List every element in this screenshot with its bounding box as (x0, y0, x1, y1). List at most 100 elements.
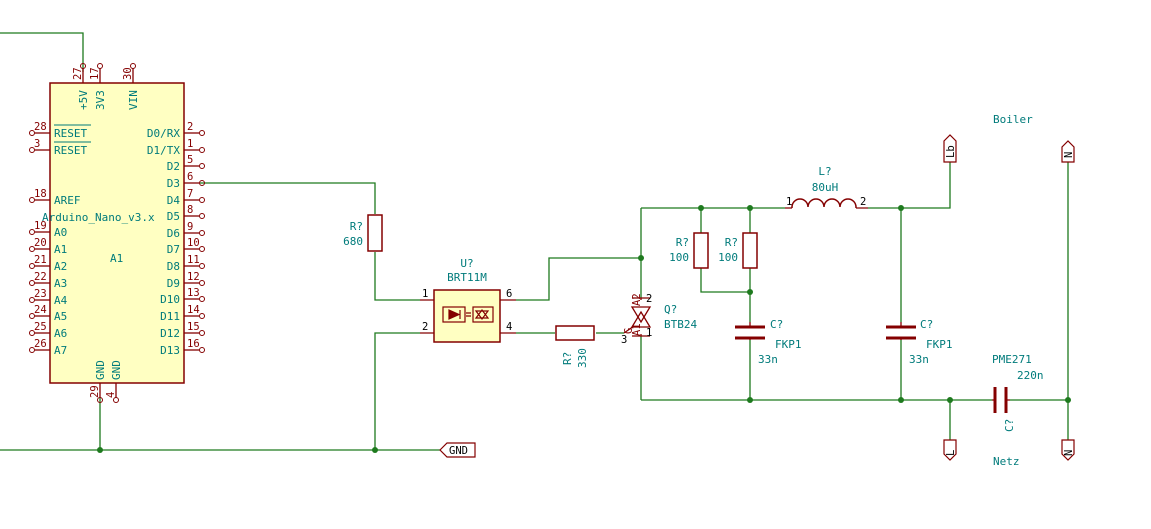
arduino-pin-end (199, 130, 205, 136)
resistor-330[interactable]: R? 330 (555, 325, 595, 368)
optocoupler-brt11m[interactable]: U? BRT11M 1 2 6 4 (420, 257, 516, 343)
resistor-ref: R? (676, 236, 689, 249)
arduino-pin-number: 6 (187, 171, 193, 183)
l-label-text: L (945, 450, 957, 456)
capacitor-pme271[interactable]: PME271 220n C? (992, 353, 1044, 432)
triac-btb24[interactable]: 2 1 3 A2 A1 G Q? BTB24 (621, 293, 697, 346)
arduino-pin-name: D3 (167, 177, 180, 190)
arduino-pin-name: D11 (160, 310, 180, 323)
junction-dot (747, 205, 753, 211)
opto-pin-2: 2 (422, 321, 428, 333)
n-bottom-label-shape (1061, 439, 1075, 461)
arduino-pin-number: 5 (187, 154, 193, 166)
resistor-680[interactable]: R? 680 (343, 214, 383, 252)
triac-pin-1: 1 (646, 327, 652, 339)
arduino-pin-end (199, 180, 205, 186)
arduino-pin-end (29, 297, 35, 303)
opto-ref: U? (460, 257, 473, 270)
triac-value: BTB24 (664, 318, 697, 331)
triac-pin-a1: A1 (631, 323, 643, 336)
arduino-pin-name: A2 (54, 260, 67, 273)
arduino-pin-end (130, 63, 136, 69)
arduino-pin-end (199, 246, 205, 252)
gnd-label[interactable]: GND (439, 442, 476, 458)
arduino-pin-name: RESET (54, 127, 87, 140)
cap-part: FKP1 (775, 338, 802, 351)
arduino-pin-name: D6 (167, 227, 180, 240)
arduino-pin-number: 3 (34, 138, 40, 150)
junction-dot (97, 447, 103, 453)
arduino-pin-end (29, 229, 35, 235)
arduino-pin-end (113, 397, 119, 403)
arduino-pin-name: AREF (54, 194, 81, 207)
junction-dot (898, 397, 904, 403)
arduino-pin-name: +5V (77, 90, 90, 110)
arduino-pin-name: A5 (54, 310, 67, 323)
cap-value: 33n (758, 353, 778, 366)
arduino-pin-number: 7 (187, 188, 193, 200)
arduino-pin-number: 13 (187, 287, 200, 299)
arduino-pin-name: A4 (54, 294, 68, 307)
arduino-pin-number: 20 (34, 237, 47, 249)
cap-ref: C? (1003, 419, 1016, 432)
triac-symbol (623, 297, 652, 337)
resistor-100-a[interactable]: R? 100 (669, 232, 709, 269)
inductor-80uh[interactable]: 1 2 L? 80uH (785, 165, 868, 209)
arduino-pin-number: 15 (187, 321, 200, 333)
resistor-value: 680 (343, 235, 363, 248)
resistor-100-b[interactable]: R? 100 (718, 232, 758, 269)
inductor-pin-2: 2 (860, 196, 866, 208)
arduino-pin-end (29, 197, 35, 203)
n-top-label[interactable]: N (1061, 140, 1075, 163)
triac-ref: Q? (664, 303, 677, 316)
l-label[interactable]: L (943, 439, 957, 461)
wire-r680-opto (374, 252, 420, 301)
arduino-pin-number: 30 (122, 67, 134, 80)
capacitor-fkp1-right[interactable]: C? FKP1 33n (886, 318, 953, 366)
resistor-value: 330 (576, 348, 589, 368)
note-boiler: Boiler (993, 113, 1033, 126)
junction-dot (747, 289, 753, 295)
arduino-pin-end (80, 63, 86, 69)
arduino-pin-number: 1 (187, 138, 193, 150)
resistor-body (367, 214, 383, 252)
arduino-pin-number: 10 (187, 237, 200, 249)
junction-dot (638, 255, 644, 261)
opto-pin-1: 1 (422, 288, 428, 300)
resistor-ref: R? (350, 220, 363, 233)
arduino-pin-end (199, 197, 205, 203)
arduino-ref: A1 (110, 252, 123, 265)
arduino-pin-number: 21 (34, 254, 47, 266)
arduino-pin-end (29, 347, 35, 353)
arduino-pin-name: 3V3 (94, 90, 107, 110)
arduino-pin-name: A3 (54, 277, 67, 290)
arduino-pin-name: D9 (167, 277, 180, 290)
junction-dot (947, 397, 953, 403)
arduino-pin-number: 16 (187, 338, 200, 350)
capacitor-fkp1-left[interactable]: C? FKP1 33n (735, 318, 802, 366)
arduino-pin-name: GND (94, 360, 107, 380)
resistor-ref: R? (725, 236, 738, 249)
arduino-pin-end (29, 246, 35, 252)
lb-label[interactable]: Lb (943, 134, 957, 163)
arduino-pin-end (199, 280, 205, 286)
resistor-value: 100 (669, 251, 689, 264)
cap-value: 220n (1017, 369, 1044, 382)
n-bottom-label[interactable]: N (1061, 439, 1075, 461)
arduino-pin-end (199, 147, 205, 153)
arduino-pin-name: D13 (160, 344, 180, 357)
arduino-pin-end (199, 263, 205, 269)
opto-pin-lines (420, 299, 516, 334)
arduino-pin-name: D2 (167, 160, 180, 173)
triac-pin-3: 3 (621, 334, 627, 346)
arduino-pin-end (199, 330, 205, 336)
arduino-pin-end (29, 280, 35, 286)
arduino-pin-end (29, 130, 35, 136)
arduino-pin-name: D8 (167, 260, 180, 273)
wire-r100a-bot (700, 268, 750, 293)
n-bottom-label-text: N (1063, 450, 1075, 456)
resistor-body (555, 325, 595, 341)
